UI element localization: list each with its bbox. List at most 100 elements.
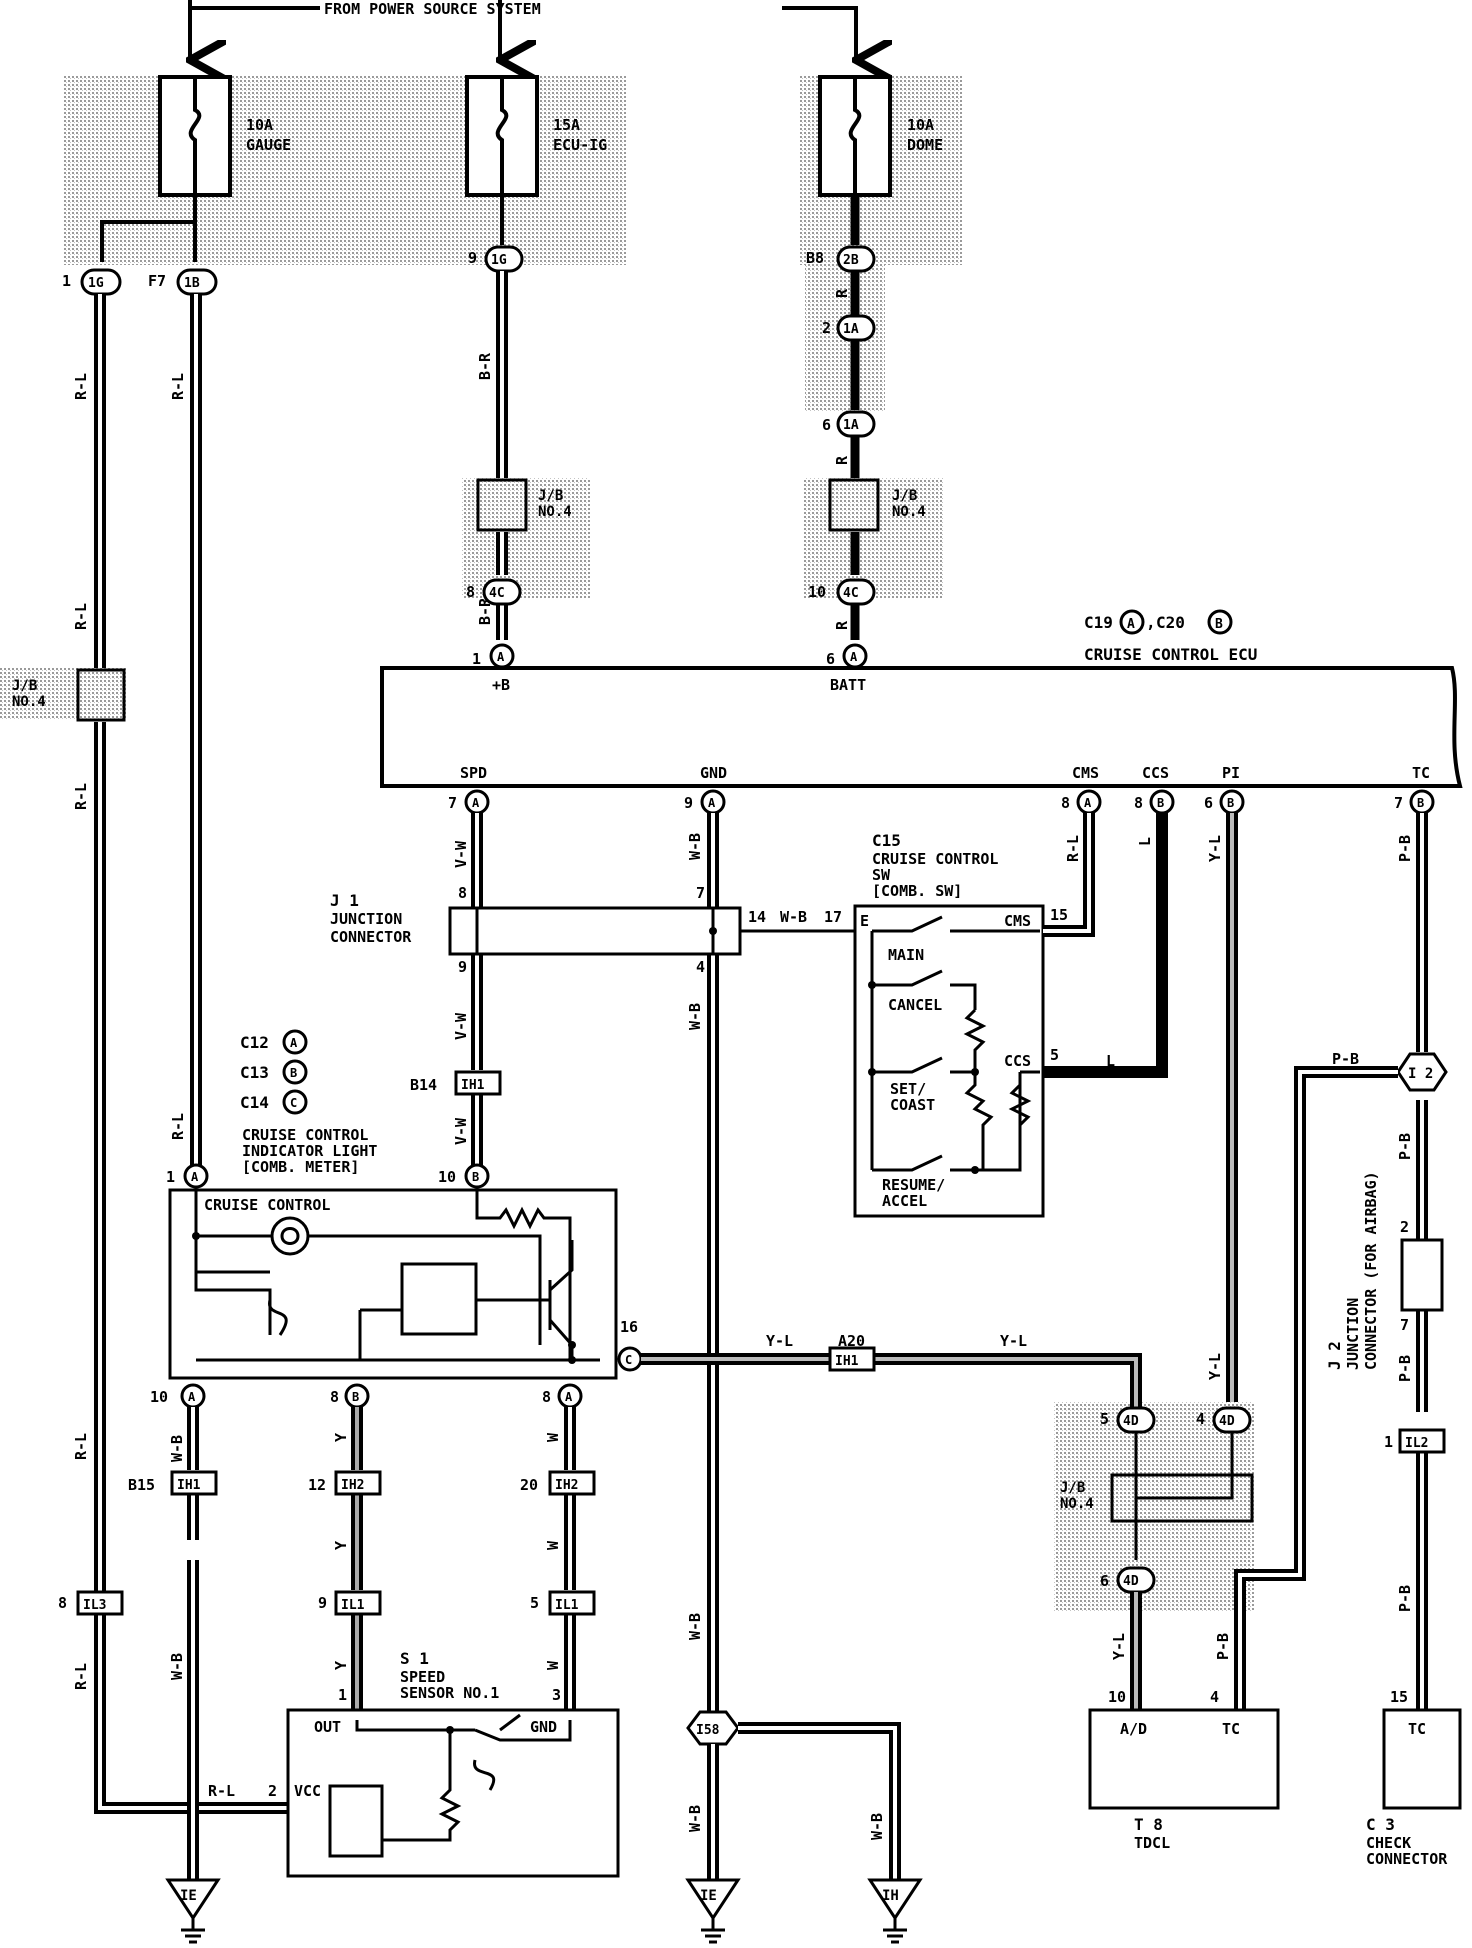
svg-text:5: 5	[1050, 1046, 1059, 1064]
svg-text:C12: C12	[240, 1033, 269, 1052]
svg-text:COAST: COAST	[890, 1096, 935, 1114]
svg-text:8: 8	[58, 1594, 67, 1612]
svg-text:6: 6	[826, 650, 835, 668]
conn-1g-mid: 9 1G	[468, 245, 524, 273]
svg-text:7: 7	[696, 884, 705, 902]
svg-text:7: 7	[1400, 1316, 1409, 1334]
svg-text:7: 7	[448, 794, 457, 812]
svg-text:CRUISE CONTROL: CRUISE CONTROL	[242, 1126, 368, 1144]
svg-text:GND: GND	[530, 1718, 557, 1736]
svg-text:P-B: P-B	[1396, 1133, 1414, 1160]
svg-text:W-B: W-B	[868, 1813, 886, 1840]
wire-pb-branch	[1234, 1066, 1398, 1710]
conn-il1-5: 5 IL1	[530, 1590, 596, 1616]
svg-text:IH2: IH2	[555, 1478, 578, 1493]
svg-text:CONNECTOR (FOR AIRBAG): CONNECTOR (FOR AIRBAG)	[1362, 1171, 1380, 1370]
svg-text:A: A	[708, 796, 716, 810]
svg-text:8: 8	[1134, 794, 1143, 812]
svg-text:IH1: IH1	[835, 1354, 859, 1369]
svg-text:V-W: V-W	[452, 840, 470, 868]
svg-text:4D: 4D	[1123, 1574, 1139, 1589]
svg-text:2: 2	[1400, 1218, 1409, 1236]
svg-text:R-L: R-L	[72, 783, 90, 810]
svg-text:R-L: R-L	[208, 1782, 235, 1800]
svg-text:TC: TC	[1412, 764, 1430, 782]
svg-text:B-R: B-R	[476, 352, 494, 380]
svg-text:PI: PI	[1222, 764, 1240, 782]
svg-text:Y: Y	[332, 1541, 350, 1550]
svg-text:14: 14	[748, 908, 766, 926]
svg-text:1A: 1A	[843, 418, 859, 433]
svg-text:A: A	[191, 1170, 199, 1184]
svg-text:INDICATOR LIGHT: INDICATOR LIGHT	[242, 1142, 377, 1160]
svg-text:C: C	[625, 1353, 632, 1367]
svg-text:CCS: CCS	[1004, 1052, 1031, 1070]
svg-text:R-L: R-L	[1064, 835, 1082, 862]
tdcl: 10 4 A/D TC T 8 TDCL	[1088, 1688, 1280, 1852]
fuse-ecu-ig-name: ECU-IG	[553, 136, 607, 154]
conn-1b: F7 1B	[148, 268, 218, 296]
svg-text:3: 3	[552, 1686, 561, 1704]
svg-text:Y-L: Y-L	[1000, 1332, 1027, 1350]
conn-2b: B8 2B	[806, 245, 876, 273]
svg-text:B: B	[472, 1170, 479, 1184]
svg-text:Y-L: Y-L	[1206, 1353, 1224, 1380]
svg-text:A/D: A/D	[1120, 1720, 1147, 1738]
svg-text:SW: SW	[872, 866, 891, 884]
svg-text:RESUME/: RESUME/	[882, 1176, 945, 1194]
svg-text:J/B: J/B	[12, 678, 37, 694]
svg-text:I58: I58	[696, 1723, 720, 1738]
ground-ih: IH	[867, 1878, 923, 1944]
svg-text:V-W: V-W	[452, 1117, 470, 1145]
fuse-dome: 10A DOME	[818, 75, 943, 197]
conn-ih1-b15: B15 IH1	[128, 1470, 218, 1496]
svg-text:10: 10	[1108, 1688, 1126, 1706]
svg-text:F7: F7	[148, 272, 166, 290]
svg-text:A: A	[188, 1390, 196, 1404]
svg-text:IH: IH	[882, 1888, 899, 1904]
svg-text:CANCEL: CANCEL	[888, 996, 942, 1014]
jb-left-box	[76, 668, 126, 722]
svg-text:Y-L: Y-L	[1206, 835, 1224, 862]
fuse-gauge-name: GAUGE	[246, 136, 291, 154]
svg-text:W-B: W-B	[168, 1653, 186, 1680]
svg-text:C: C	[290, 1096, 297, 1110]
svg-text:CMS: CMS	[1072, 764, 1099, 782]
svg-text:L: L	[1106, 1052, 1115, 1070]
svg-text:R-L: R-L	[72, 1433, 90, 1460]
svg-text:C15: C15	[872, 831, 901, 850]
svg-text:W-B: W-B	[686, 1003, 704, 1030]
speed-sensor: S 1 SPEED SENSOR NO.1 1 3 OUT GND VCC 2 …	[208, 1649, 620, 1878]
svg-text:A20: A20	[838, 1332, 865, 1350]
conn-1a-a: 2 1A	[822, 314, 876, 342]
jb-r-box	[828, 478, 880, 532]
svg-text:9: 9	[318, 1594, 327, 1612]
svg-text:W: W	[544, 1540, 562, 1550]
conn-ih2-12: 12 IH2	[308, 1470, 382, 1496]
svg-text:+B: +B	[492, 676, 510, 694]
svg-text:IH2: IH2	[341, 1478, 364, 1493]
svg-text:B8: B8	[806, 249, 824, 267]
svg-text:1: 1	[166, 1168, 175, 1186]
svg-text:OUT: OUT	[314, 1718, 341, 1736]
svg-text:NO.4: NO.4	[1060, 1496, 1094, 1512]
svg-text:R: R	[833, 288, 851, 298]
svg-text:A: A	[290, 1036, 298, 1050]
svg-text:6: 6	[1204, 794, 1213, 812]
conn-il1-9: 9 IL1	[318, 1590, 382, 1616]
svg-text:[COMB. SW]: [COMB. SW]	[872, 882, 962, 900]
svg-text:1: 1	[472, 650, 481, 668]
svg-text:5: 5	[1100, 1410, 1109, 1428]
svg-text:1: 1	[1384, 1433, 1393, 1451]
svg-text:J/B: J/B	[1060, 1480, 1085, 1496]
conn-ih1-a20: A20 IH1	[828, 1332, 876, 1372]
svg-text:6: 6	[822, 416, 831, 434]
svg-text:C13: C13	[240, 1063, 269, 1082]
svg-text:MAIN: MAIN	[888, 946, 924, 964]
svg-text:SENSOR NO.1: SENSOR NO.1	[400, 1684, 499, 1702]
conn-1a-b: 6 1A	[822, 410, 876, 438]
fuse-ecu-ig: 15A ECU-IG	[465, 75, 607, 197]
svg-text:16: 16	[620, 1318, 638, 1336]
cruise-control-ecu: C19 A , C20 B CRUISE CONTROL ECU 1 A 6 A…	[380, 609, 1463, 815]
svg-text:20: 20	[520, 1476, 538, 1494]
